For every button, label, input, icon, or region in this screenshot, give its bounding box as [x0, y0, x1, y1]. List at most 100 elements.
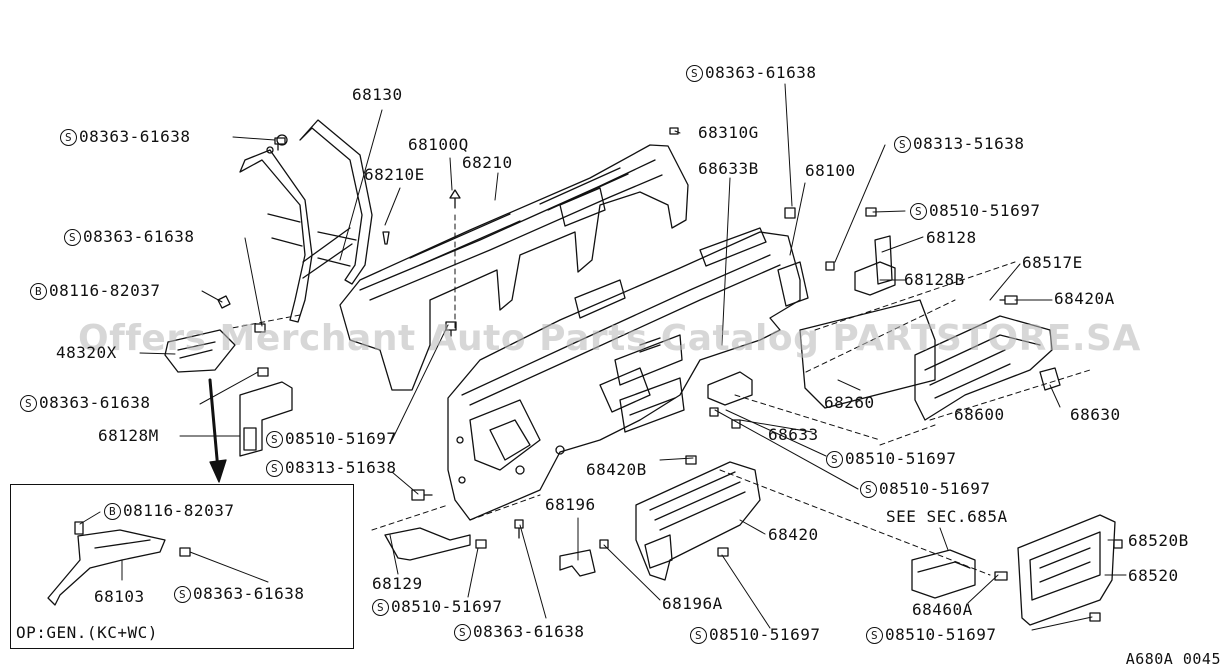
callout-68196: 68196	[545, 496, 596, 514]
part-code: 08510-51697	[885, 625, 997, 644]
part-code: 08116-82037	[49, 281, 161, 300]
part-code: 68260	[824, 393, 875, 412]
callout-screw-08363-61638-b: S 08363-61638	[686, 64, 816, 82]
callout-68196a: 68196A	[662, 595, 723, 613]
callout-screw-08363-61638-f: S 08363-61638	[174, 585, 304, 603]
part-code: 08510-51697	[845, 449, 957, 468]
bolt-mark-icon: B	[30, 282, 47, 300]
callout-bolt-08116-82037-b: B 08116-82037	[104, 502, 234, 520]
callout-68420b: 68420B	[586, 461, 647, 479]
see-section-note: SEE SEC.685A	[886, 507, 1008, 526]
callout-screw-08313-51638-a: S 08313-51638	[894, 135, 1024, 153]
callout-68210e: 68210E	[364, 166, 425, 184]
screw-mark-icon: S	[910, 202, 927, 220]
screw-mark-icon: S	[266, 430, 283, 448]
callout-68129: 68129	[372, 575, 423, 593]
part-code: 68103	[94, 587, 145, 606]
part-code: 08313-51638	[285, 458, 397, 477]
callout-screw-08510-51697-d: S 08510-51697	[860, 480, 990, 498]
bezel-68520-drawing	[1017, 514, 1116, 626]
diagram-code-text: A680A 0045	[1125, 650, 1221, 668]
callout-screw-08510-51697-c: S 08510-51697	[826, 450, 956, 468]
part-code: 68128M	[98, 426, 159, 445]
cluster-68420-drawing	[635, 461, 761, 581]
part-code: 68100	[805, 161, 856, 180]
part-code: 68520	[1128, 566, 1179, 585]
callout-bolt-08116-82037-a: B 08116-82037	[30, 282, 160, 300]
callout-68100: 68100	[805, 162, 856, 180]
bracket-68633-drawing	[707, 371, 753, 406]
bracket-68128-drawing	[854, 235, 896, 296]
bolt-mark-icon: B	[104, 502, 121, 520]
callout-68633b: 68633B	[698, 160, 759, 178]
part-code: 68210E	[364, 165, 425, 184]
screw-mark-icon: S	[454, 623, 471, 641]
part-code: 68633	[768, 425, 819, 444]
callout-68420a: 68420A	[1054, 290, 1115, 308]
inset-note: OP:GEN.(KC+WC)	[16, 624, 158, 642]
callout-68128m: 68128M	[98, 427, 159, 445]
part-code: 68517E	[1022, 253, 1083, 272]
callout-68128b: 68128B	[904, 271, 965, 289]
callout-68103: 68103	[94, 588, 145, 606]
screw-mark-icon: S	[266, 459, 283, 477]
part-code: 68130	[352, 85, 403, 104]
callout-68310g: 68310G	[698, 124, 759, 142]
part-code: 08510-51697	[879, 479, 991, 498]
part-code: 68100Q	[408, 135, 469, 154]
callout-68260: 68260	[824, 394, 875, 412]
part-code: 48320X	[56, 343, 117, 362]
leader-lines-drawing	[139, 83, 1127, 631]
arrow-to-inset-drawing	[208, 378, 227, 483]
callout-screw-08313-51638-b: S 08313-51638	[266, 459, 396, 477]
callout-68130: 68130	[352, 86, 403, 104]
callout-screw-08363-61638-d: S 08363-61638	[20, 394, 150, 412]
box-68460a-drawing	[911, 549, 976, 599]
part-code: 08510-51697	[285, 429, 397, 448]
screw-mark-icon: S	[866, 626, 883, 644]
part-code: 68633B	[698, 159, 759, 178]
callout-screw-08510-51697-b: S 08510-51697	[266, 430, 396, 448]
bracket-68128m-drawing	[239, 381, 293, 457]
part-code: 08510-51697	[709, 625, 821, 644]
part-code: 68128	[926, 228, 977, 247]
part-code: 68196A	[662, 594, 723, 613]
part-code: 68460A	[912, 600, 973, 619]
diagram-code: A680A 0045	[1126, 650, 1221, 668]
screw-mark-icon: S	[826, 450, 843, 468]
dash-pad-68210-drawing	[339, 144, 689, 391]
bracket-48320x-drawing	[164, 329, 236, 373]
part-code: 08510-51697	[391, 597, 503, 616]
part-code: 08363-61638	[473, 622, 585, 641]
callout-68517e: 68517E	[1022, 254, 1083, 272]
part-code: 08363-61638	[705, 63, 817, 82]
screw-mark-icon: S	[60, 128, 77, 146]
bracket-68130-drawing	[239, 119, 373, 323]
screw-mark-icon: S	[686, 64, 703, 82]
part-code: 68210	[462, 153, 513, 172]
callout-screw-08510-51697-a: S 08510-51697	[910, 202, 1040, 220]
callout-68630: 68630	[1070, 406, 1121, 424]
glove-box-68600-drawing	[914, 315, 1061, 421]
callout-68633: 68633	[768, 426, 819, 444]
instrument-panel-68100-drawing	[447, 227, 809, 521]
part-code: 68630	[1070, 405, 1121, 424]
part-code: 68420B	[586, 460, 647, 479]
callout-68520: 68520	[1128, 567, 1179, 585]
screw-mark-icon: S	[20, 394, 37, 412]
callout-screw-08363-61638-a: S 08363-61638	[60, 128, 190, 146]
inset-generator-bracket-drawing	[47, 511, 269, 606]
part-code: 08116-82037	[123, 501, 235, 520]
part-code: 68129	[372, 574, 423, 593]
dashed-leaders-drawing	[231, 214, 1091, 576]
part-code: 08363-61638	[39, 393, 151, 412]
part-code: 08510-51697	[929, 201, 1041, 220]
callout-68100q: 68100Q	[408, 136, 469, 154]
screw-mark-icon: S	[860, 480, 877, 498]
callout-68128: 68128	[926, 229, 977, 247]
part-code: 08363-61638	[193, 584, 305, 603]
callout-68460a: 68460A	[912, 601, 973, 619]
screw-mark-icon: S	[174, 585, 191, 603]
part-code: 68196	[545, 495, 596, 514]
